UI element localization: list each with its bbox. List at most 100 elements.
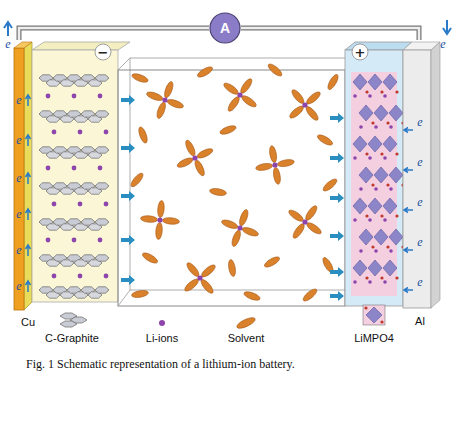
solvent-molecule	[221, 218, 239, 230]
lattice-octahedron	[368, 74, 382, 90]
lattice-li	[383, 94, 387, 98]
li-ion	[302, 219, 307, 224]
lattice-oxygen	[395, 276, 398, 279]
lattice-li	[353, 218, 357, 222]
li-ions	[46, 92, 308, 280]
solvent-sample	[235, 316, 256, 331]
ion-flow-arrow	[330, 267, 344, 277]
cu-plate-side	[24, 42, 32, 310]
electron-arrow	[404, 128, 413, 133]
li-ion	[302, 102, 307, 107]
li-ion	[78, 274, 83, 279]
solvent-molecule	[185, 261, 201, 278]
electrolyte-box	[118, 70, 345, 306]
electron-label: e	[16, 172, 21, 184]
solvent-molecule	[155, 222, 163, 239]
lattice-li	[368, 94, 372, 98]
lattice-oxygen	[380, 152, 383, 155]
electron-label: e	[417, 196, 422, 208]
lattice-li	[374, 187, 378, 191]
electron-arrow	[26, 173, 31, 184]
legend-label: C-Graphite	[45, 333, 99, 344]
lattice-octahedron	[359, 229, 373, 245]
solvent-molecule	[183, 277, 200, 293]
lattice-octahedron	[389, 167, 403, 183]
lattice-oxygen	[365, 90, 368, 93]
ion-flow-arrow	[330, 153, 344, 163]
solvent-molecule	[227, 259, 236, 277]
lattice-octahedron	[353, 198, 367, 214]
positive-electrode: +	[343, 40, 438, 310]
limpo4-sample	[363, 305, 385, 325]
electrolyte-back	[130, 58, 352, 290]
lattice-li	[383, 218, 387, 222]
lattice-oxygen	[371, 245, 374, 248]
li-ion	[192, 155, 197, 160]
lattice-li	[359, 187, 363, 191]
lattice-octahedron	[374, 167, 388, 183]
anode-box	[32, 50, 118, 302]
lattice-octahedron	[383, 260, 397, 276]
lattice-li	[353, 280, 357, 284]
lattice-oxygen	[395, 90, 398, 93]
lattice-li	[389, 125, 393, 129]
solvent-molecule	[155, 101, 167, 119]
lattice-octahedron	[383, 74, 397, 90]
solvent-molecule	[287, 208, 305, 223]
solvent-molecule	[241, 226, 259, 238]
solvent-molecule	[222, 81, 240, 96]
graphite-hexagon	[95, 75, 109, 81]
solvent-molecule	[290, 88, 306, 105]
solvent-molecule	[316, 133, 334, 147]
li-ion	[272, 162, 277, 167]
graphite-sample	[60, 313, 87, 327]
ion-flow-arrow	[121, 235, 135, 245]
lattice-oxygen	[380, 214, 383, 217]
ammeter: A	[209, 12, 241, 44]
electron-arrow	[4, 22, 12, 36]
electron-label: e	[417, 276, 422, 288]
lattice-oxygen	[365, 152, 368, 155]
electron-label: e	[440, 38, 445, 50]
wire-core	[19, 28, 209, 40]
lattice-octahedron	[353, 136, 367, 152]
solvent-molecule	[209, 187, 227, 196]
electron-arrow	[404, 248, 413, 253]
electron-arrows	[26, 95, 414, 293]
lattice-octahedron	[374, 229, 388, 245]
solvent-molecule	[184, 139, 197, 157]
solvent-molecule	[162, 217, 179, 225]
negative-electrode: −	[14, 40, 120, 310]
ion-flow-arrow	[121, 143, 135, 153]
solvent-molecule	[291, 222, 306, 240]
lattice-oxygen	[395, 214, 398, 217]
cathode-box	[345, 50, 403, 306]
box-edge	[118, 58, 130, 70]
lattice-oxygen	[380, 90, 383, 93]
solvent-molecule	[219, 124, 237, 136]
li-ion	[46, 166, 51, 171]
lattice-octahedron	[389, 229, 403, 245]
electron-arrow	[443, 20, 451, 34]
electron-arrow	[26, 281, 31, 292]
electron-arrow	[26, 135, 31, 146]
sign-circle	[95, 44, 111, 60]
ion-flow-arrow	[330, 231, 344, 241]
li-ion-sample	[159, 320, 165, 326]
li-ion	[46, 238, 51, 243]
solvent-molecule	[239, 77, 254, 95]
solvent-molecule	[304, 204, 319, 222]
lattice-li	[353, 94, 357, 98]
al-plate	[403, 50, 431, 308]
solvent-molecule	[131, 72, 149, 84]
electron-label: e	[417, 116, 422, 128]
legend-label: LiMPO4	[354, 333, 394, 344]
lattice-octahedron	[368, 136, 382, 152]
lattice-octahedron	[359, 105, 373, 121]
lattice-li	[374, 249, 378, 253]
electron-label: e	[5, 38, 10, 50]
electron-label: e	[417, 156, 422, 168]
li-ion	[104, 130, 109, 135]
lattice-li	[383, 280, 387, 284]
external-wire	[19, 28, 209, 40]
